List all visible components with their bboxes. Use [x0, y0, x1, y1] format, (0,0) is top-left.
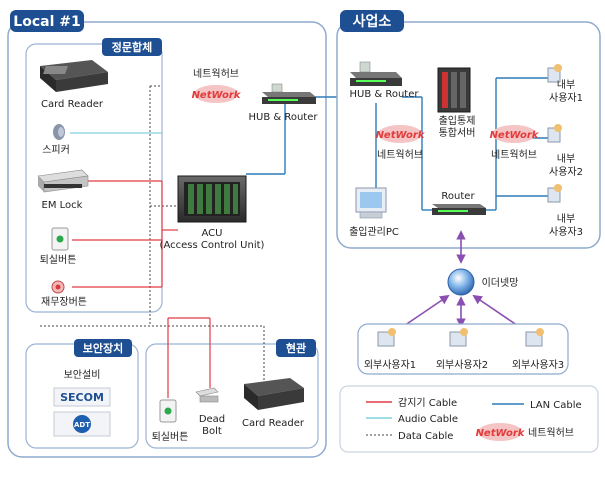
site-exit-button-label: 퇴실버튼 — [152, 431, 189, 443]
business-network-badge-left: NetWork — [376, 130, 426, 141]
internal-user-3-line2: 사용자3 — [549, 226, 583, 238]
legend-sensor-label: 감지기 Cable — [398, 397, 457, 409]
dead-bolt-device: Dead Bolt — [195, 387, 225, 437]
internal-user-1-line2: 사용자1 — [549, 92, 583, 104]
legend-data-label: Data Cable — [398, 431, 453, 442]
ethernet: 이더넷망 — [390, 230, 532, 336]
network-cloud-icon — [492, 125, 536, 143]
network-cloud-icon — [194, 85, 238, 103]
site-title: 현관 — [286, 341, 306, 355]
business-hub-router-label: HUB & Router — [350, 89, 420, 100]
business-hub-router: HUB & Router — [350, 61, 420, 100]
dead-bolt-label-1: Dead — [199, 414, 225, 425]
local-network-hub: 네트웍허브 NetWork — [192, 68, 242, 103]
internal-user-1-line1: 내부 — [557, 79, 575, 91]
ethernet-label: 이더넷망 — [482, 277, 519, 289]
em-lock-device: EM Lock — [37, 169, 89, 211]
legend-box — [339, 385, 599, 453]
security-badge — [74, 339, 132, 357]
user-pc-icon — [525, 331, 543, 347]
internal-user-1: 내부 사용자1 — [547, 64, 583, 104]
exit-button-label: 퇴실버튼 — [40, 254, 77, 266]
secom-text: SECOM — [60, 391, 104, 404]
legend-lan-label: LAN Cable — [530, 400, 582, 411]
business-router-label: Router — [441, 191, 475, 202]
internal-user-3-line1: 내부 — [557, 213, 575, 225]
card-reader-label: Card Reader — [41, 99, 104, 110]
business-network-hub-right-label: 네트웍허브 — [491, 149, 537, 161]
secom-logo — [53, 387, 111, 407]
local-title: Local #1 — [13, 14, 80, 30]
dead-bolt-label-2: Bolt — [202, 426, 222, 437]
security-equipment-label: 보안설비 — [64, 369, 101, 381]
acu-label: ACU — [202, 228, 223, 239]
integrated-server: 출입통제 통합서버 — [437, 67, 476, 139]
external-users-panel: 외부사용자1 외부사용자2 외부사용자3 — [357, 323, 569, 375]
exit-button-device: 퇴실버튼 — [40, 227, 77, 266]
local-hub-router: HUB & Router — [249, 83, 319, 123]
admin-pc-label: 출입관리PC — [349, 225, 399, 238]
site-exit-button: 퇴실버튼 — [152, 399, 189, 443]
legend-audio-label: Audio Cable — [398, 414, 458, 425]
business-router: Router — [432, 191, 486, 215]
local-network-hub-label: 네트웍허브 — [193, 68, 239, 80]
legend-network-badge: NetWork — [476, 428, 526, 439]
admin-pc: 출입관리PC — [349, 187, 399, 238]
acu-sublabel: (Access Control Unit) — [160, 240, 265, 251]
security-companies: 보안설비 SECOM ADT — [53, 369, 111, 437]
acu-device: ACU (Access Control Unit) — [160, 175, 265, 251]
external-user-3: 외부사용자3 — [512, 328, 564, 371]
site-card-reader: Card Reader — [242, 378, 305, 429]
internal-user-3: 내부 사용자3 — [547, 184, 583, 238]
external-user-3-label: 외부사용자3 — [512, 359, 564, 371]
legend-network-hub-label: 네트웍허브 — [528, 427, 574, 439]
local-cables — [40, 85, 352, 398]
local-hub-router-label: HUB & Router — [249, 112, 319, 123]
speaker-label: 스피커 — [42, 144, 70, 156]
network-cloud-icon — [478, 423, 522, 441]
internal-user-2-line2: 사용자2 — [549, 166, 583, 178]
speaker-device: 스피커 — [42, 124, 70, 156]
local-title-badge — [10, 10, 84, 32]
main-gate-title: 정문합체 — [112, 40, 152, 54]
user-pc-icon — [377, 331, 395, 347]
adt-text: ADT — [74, 421, 90, 429]
business-network-hub-left: NetWork 네트웍허브 — [376, 125, 426, 161]
internal-user-2: 내부 사용자2 — [547, 124, 583, 178]
business-title-badge — [340, 10, 404, 32]
server-label-2: 통합서버 — [439, 127, 476, 139]
external-user-1: 외부사용자1 — [364, 328, 416, 371]
site-badge — [276, 339, 316, 357]
main-gate-badge — [102, 38, 162, 56]
local-network-badge: NetWork — [192, 90, 242, 101]
user-pc-icon — [449, 331, 467, 347]
business-network-hub-right: NetWork 네트웍허브 — [490, 125, 540, 161]
external-user-1-label: 외부사용자1 — [364, 359, 416, 371]
security-title: 보안장치 — [83, 341, 123, 355]
site-section — [145, 343, 319, 449]
business-title: 사업소 — [353, 14, 392, 30]
server-label-1: 출입통제 — [439, 114, 476, 127]
external-user-2-label: 외부사용자2 — [436, 359, 488, 371]
panic-button-label: 재무장버튼 — [41, 296, 87, 308]
globe-icon — [447, 268, 475, 296]
em-lock-label: EM Lock — [42, 200, 83, 211]
panic-button-device: 재무장버튼 — [41, 280, 87, 308]
network-cloud-icon — [378, 125, 422, 143]
external-user-2: 외부사용자2 — [436, 328, 488, 371]
internal-user-2-line1: 내부 — [557, 153, 575, 165]
card-reader-device: Card Reader — [40, 60, 108, 110]
legend: 감지기 Cable Audio Cable Data Cable LAN Cab… — [339, 385, 599, 453]
business-network-hub-left-label: 네트웍허브 — [377, 149, 423, 161]
business-network-badge-right: NetWork — [490, 130, 540, 141]
site-card-reader-label: Card Reader — [242, 418, 305, 429]
